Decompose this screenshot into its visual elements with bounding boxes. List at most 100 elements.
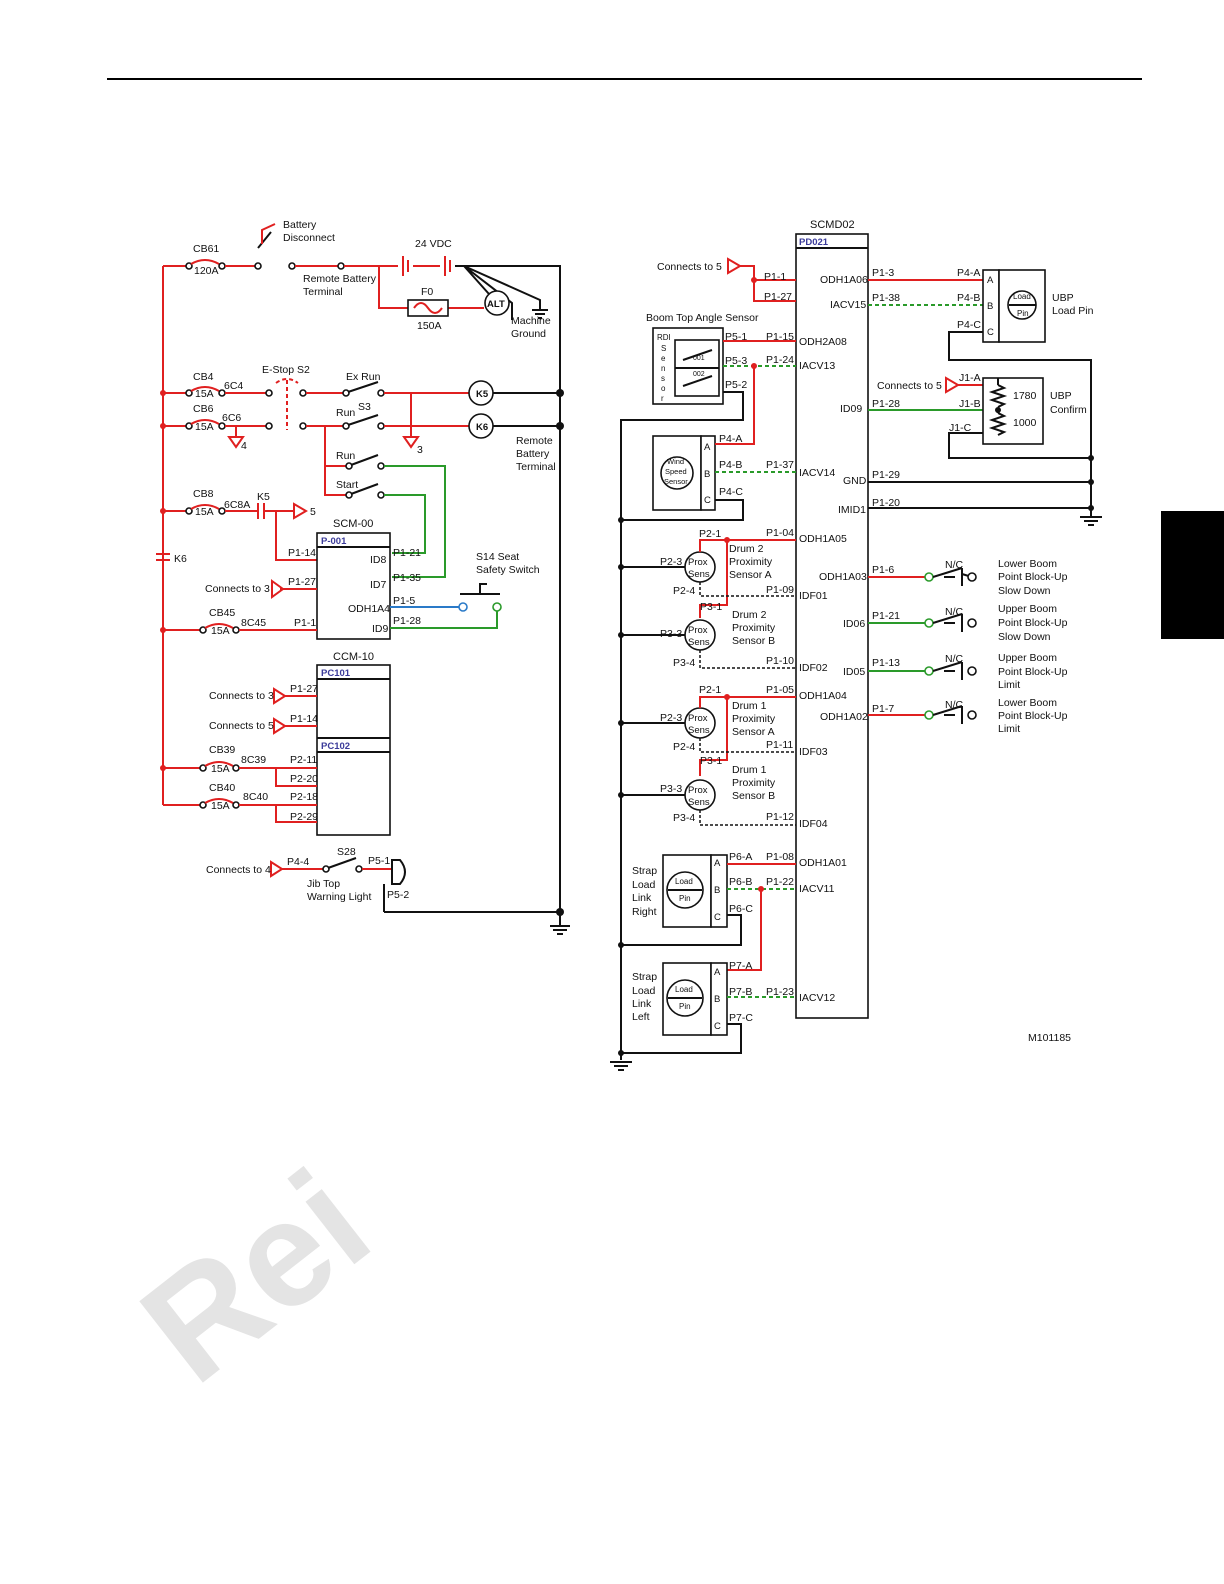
sens-text-2: Sens [688,637,710,648]
strap-right-pin-b: B [714,885,720,896]
ccm-connects-to-3: Connects to 3 [209,690,274,702]
remote-battery-terminal-3: Terminal [516,461,556,473]
drum2a-label-3: Sensor A [729,569,772,581]
connects-to-3: Connects to 3 [205,583,270,595]
d2b-pin-p3-3: P3-3 [660,628,682,640]
s14-label-2: Safety Switch [476,564,540,576]
upper-slow-2: Point Block-Up [998,617,1068,629]
output-odh1a03: ODH1A03 [819,571,867,583]
resistor-1000: 1000 [1013,417,1037,429]
pin-p4-a: P4-A [957,267,980,279]
wind-pin-b: B [704,469,710,480]
scmd02-module [795,233,869,1019]
machine-ground-label-2: Ground [511,328,546,340]
d2a-pin-p2-4: P2-4 [673,585,695,597]
lower-limit-2: Point Block-Up [998,710,1068,722]
resistor-1780: 1780 [1013,390,1037,402]
input-id8: ID8 [370,554,387,566]
pc102-label: PC102 [321,741,350,752]
strap-left-2: Load [632,985,656,997]
output-odh1a06: ODH1A06 [820,274,868,286]
lower-limit-1: Lower Boom [998,697,1057,709]
strap-left-pin-c: C [714,1021,721,1032]
strap-right-pin-c: C [714,912,721,923]
pin-p1-21: P1-21 [872,610,900,622]
cb61-rating: 120A [194,265,219,277]
strap-right-2: Load [632,879,656,891]
wind-label-2: Speed [665,467,687,476]
ccm-pin-p2-20: P2-20 [290,773,318,785]
ccm-pin-p2-29: P2-29 [290,811,318,823]
pin-p4-4: P4-4 [287,856,309,868]
boom-top-sensor-title: Boom Top Angle Sensor [646,312,759,324]
run-label-1: Run [336,407,355,419]
upper-limit-2: Point Block-Up [998,666,1068,678]
drum1b-label-3: Sensor B [732,790,775,802]
pin-p1-21: P1-21 [393,547,421,559]
ccm-pin-p1-27: P1-27 [290,683,318,695]
estop-label: E-Stop S2 [262,364,310,376]
upper-limit-1: Upper Boom [998,652,1057,664]
prox-text-4: Prox [688,785,708,796]
strap-right-3: Link [632,892,652,904]
right-labels: SCMD02 PD021 Connects to 5 P1-1 P1-27 OD… [632,219,1094,1044]
drum2a-label-2: Proximity [729,556,773,568]
pin-p1-27: P1-27 [288,576,316,588]
strap-right-1: Strap [632,865,657,877]
drum2a-label-1: Drum 2 [729,543,764,555]
ubp-load-pin-label: UBP [1052,292,1074,304]
upper-slow-1: Upper Boom [998,603,1057,615]
left-schematic [156,223,570,935]
d1b-pin-p3-1: P3-1 [700,755,722,767]
pin-p6-a: P6-A [729,851,752,863]
pin-p7-c: P7-C [729,1012,753,1024]
prox-sensor-group [618,537,796,826]
pin-p1-09: P1-09 [766,584,794,596]
pin-p5-3: P5-3 [725,355,747,367]
ex-run-label: Ex Run [346,371,381,383]
sensor-002: 002 [693,371,705,378]
ubp-load-text: Load [1013,292,1031,301]
pin-p1-24: P1-24 [766,354,794,366]
sensor-letter-o: o [661,384,666,393]
scm00-title: SCM-00 [333,518,373,530]
pin-p5-1: P5-1 [368,855,390,867]
left-labels: Battery Disconnect CB61 120A 24 VDC Remo… [174,219,556,903]
prox-text-1: Prox [688,557,708,568]
connects-to-5-b: Connects to 5 [877,380,942,392]
cb4-label: CB4 [193,371,214,383]
d2b-pin-p3-1: P3-1 [700,601,722,613]
ubp-pin-a: A [987,275,994,286]
wire-8c45: 8C45 [241,617,266,629]
wind-pin-c: C [704,495,711,506]
sensor-letter-n: n [661,364,665,373]
f0-label: F0 [421,286,433,298]
input-iacv11: IACV11 [799,883,835,895]
pin-p1-12: P1-12 [766,811,794,823]
k5-relay: K5 [476,389,489,400]
pin-p1-04: P1-04 [766,527,794,539]
wind-label-1: Wind [667,457,684,466]
ccm-connects-to-5: Connects to 5 [209,720,274,732]
s3-label: S3 [358,401,371,413]
prox-text-3: Prox [688,713,708,724]
machine-ground-label: Machine [511,315,551,327]
ubp-confirm-label-2: Confirm [1050,404,1087,416]
lower-slow-2: Point Block-Up [998,571,1068,583]
strap-right-4: Right [632,906,657,918]
pd021-label: PD021 [799,237,829,248]
output-odh1a04: ODH1A04 [799,690,847,702]
strap-left-pin: Pin [679,1002,691,1011]
input-id09: ID09 [840,403,862,415]
d1b-pin-p3-3: P3-3 [660,783,682,795]
connector-3: 3 [417,444,423,456]
pin-p1-11: P1-11 [766,739,793,751]
supply-label: 24 VDC [415,238,452,250]
pin-p1-13: P1-13 [872,657,900,669]
sensor-letter-e: e [661,354,666,363]
wind-label-3: Sensor [664,477,688,486]
input-idf02: IDF02 [799,662,828,674]
pin-p7-a: P7-A [729,960,752,972]
pin-p1-6: P1-6 [872,564,894,576]
